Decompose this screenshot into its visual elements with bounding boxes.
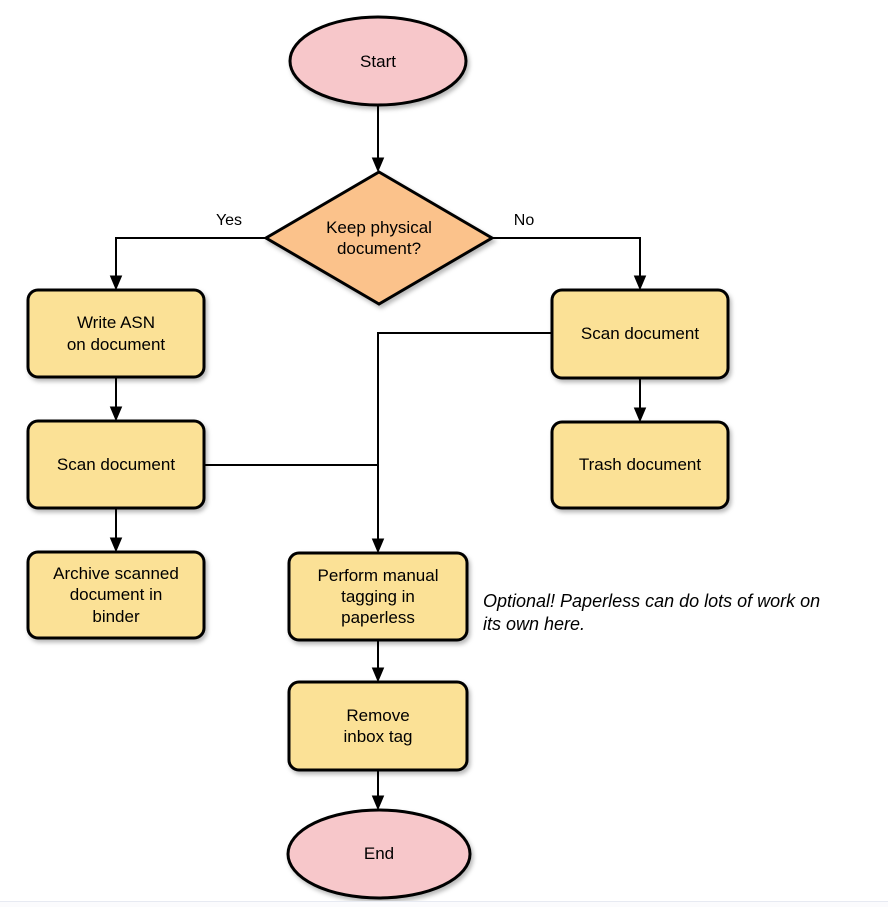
archive-node-shape [26,550,206,640]
edge-label-no: No [513,212,535,229]
tagging-node-shape [287,551,469,642]
page-bottom-edge [0,901,888,907]
end-node-label: End [363,844,395,864]
arrowhead-remove [371,667,385,683]
arrowhead-scan-left [109,406,123,422]
tagging-node-label: Perform manual tagging in paperless [317,565,439,628]
scan-left-node-shape [26,419,206,510]
trash-node-shape [550,420,730,510]
arrowhead-scan-right [633,275,647,291]
trash-node-label: Trash document [578,455,702,475]
arrowhead-end [371,795,385,811]
edge-label-yes: Yes [215,212,243,229]
edge-yes-branch [115,237,266,278]
arrowhead-trash [633,407,647,423]
write-asn-node-shape [26,288,206,379]
decision-node-shape [263,170,495,306]
edge-no-branch [492,237,641,278]
decision-node-label: Keep physical document? [326,217,432,258]
arrowhead-write-asn [109,275,123,291]
start-node-shape [288,15,468,107]
arrowhead-tagging [371,538,385,554]
write-asn-node-label: Write ASN on document [66,313,166,354]
scan-right-node-label: Scan document [580,324,700,344]
scan-left-node-label: Scan document [56,454,176,474]
remove-tag-node-shape [287,680,469,772]
edge-scan-right-to-tagging [377,332,552,541]
archive-node-label: Archive scanned document in binder [53,564,179,626]
arrowhead-decision [371,157,385,173]
end-node-shape [286,808,472,900]
optional-note: Optional! Paperless can do lots of work … [483,591,821,635]
scan-right-node-shape [550,288,730,380]
start-node-label: Start [360,51,396,71]
remove-tag-node-label: Remove inbox tag [343,705,413,746]
arrowhead-archive [109,537,123,553]
